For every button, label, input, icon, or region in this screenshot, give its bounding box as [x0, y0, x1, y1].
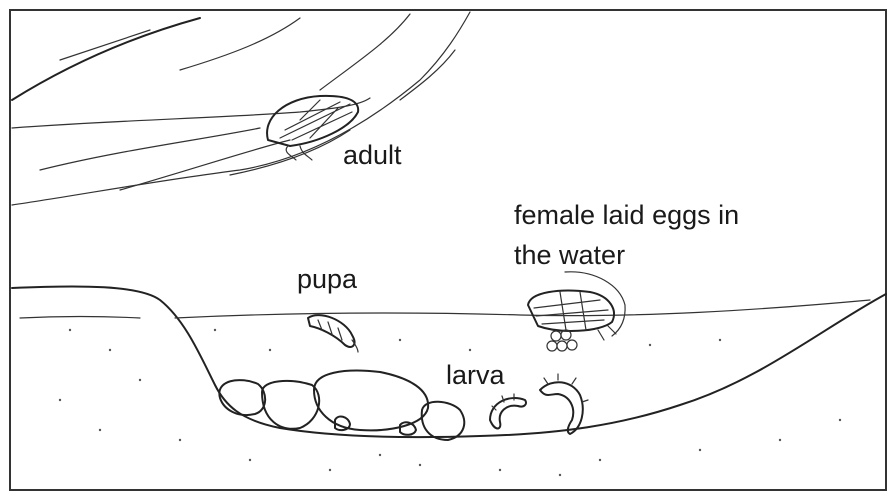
pupa-label: pupa — [297, 266, 357, 293]
adult-label: adult — [343, 142, 402, 169]
eggs-label-line2: the water — [514, 235, 739, 275]
diagram-frame — [10, 10, 886, 490]
larva-label: larva — [446, 362, 505, 389]
eggs-label-line1: female laid eggs in — [514, 195, 739, 235]
eggs-label: female laid eggs in the water — [514, 195, 739, 275]
